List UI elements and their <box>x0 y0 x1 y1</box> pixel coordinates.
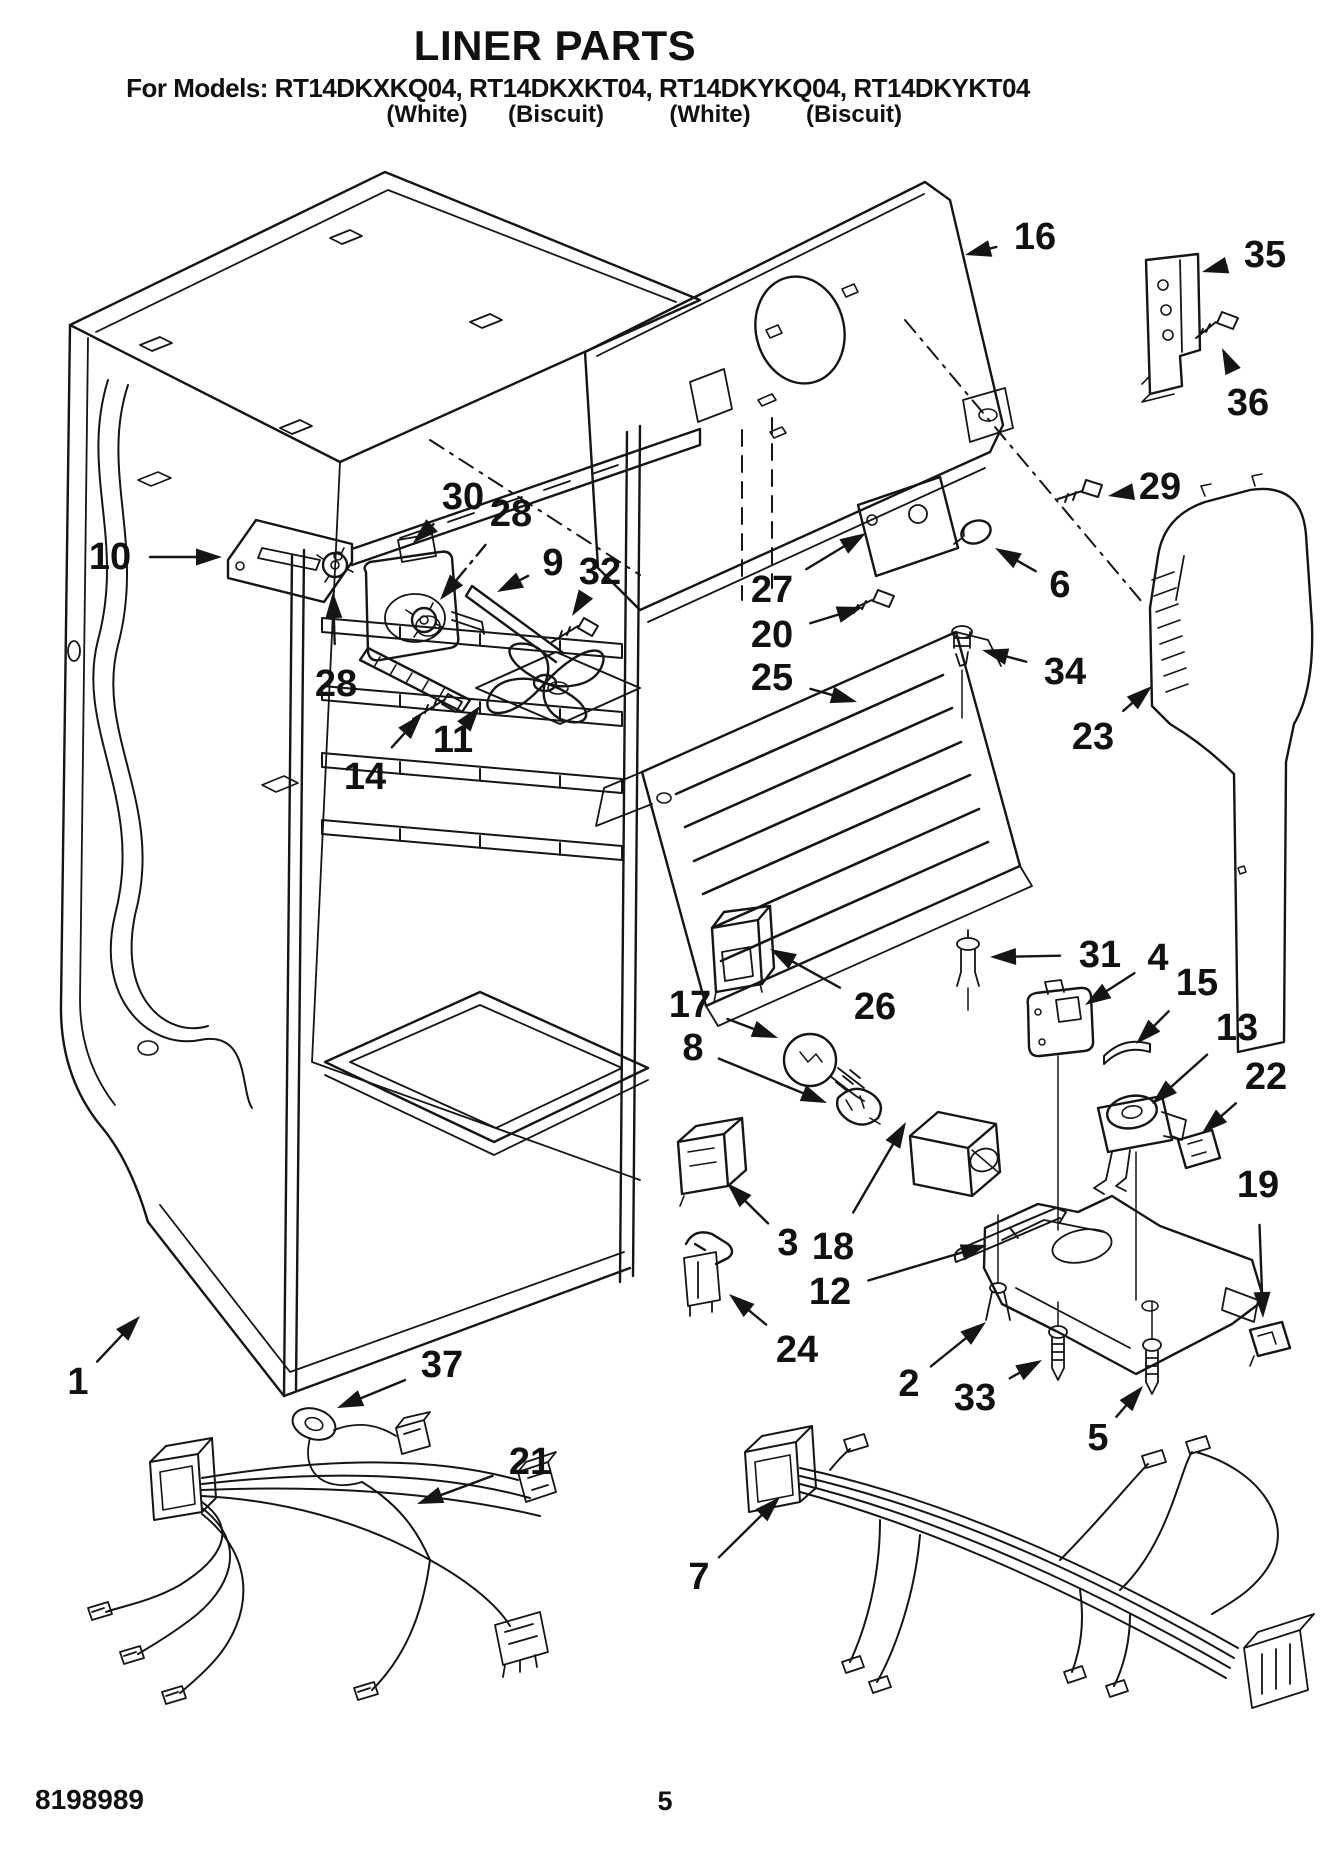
callout-27: 27 <box>751 533 866 611</box>
callout-1: 1 <box>67 1316 140 1403</box>
svg-text:16: 16 <box>1014 216 1056 258</box>
svg-text:12: 12 <box>809 1271 851 1313</box>
svg-text:24: 24 <box>776 1329 818 1371</box>
callout-15: 15 <box>1136 962 1218 1044</box>
page-title: LINER PARTS <box>413 22 697 69</box>
svg-text:34: 34 <box>1044 651 1086 693</box>
svg-text:19: 19 <box>1237 1164 1279 1206</box>
callout-19: 19 <box>1237 1164 1279 1318</box>
svg-text:18: 18 <box>812 1226 854 1268</box>
svg-text:6: 6 <box>1049 564 1070 606</box>
svg-text:1: 1 <box>67 1361 88 1403</box>
variant-label: (Biscuit) <box>806 101 902 128</box>
svg-text:8: 8 <box>682 1027 703 1069</box>
svg-text:15: 15 <box>1176 962 1218 1004</box>
svg-text:5: 5 <box>1087 1417 1108 1459</box>
callout-6: 6 <box>995 548 1071 606</box>
callout-14: 14 <box>344 714 422 798</box>
callout-37: 37 <box>337 1344 463 1408</box>
callout-34: 34 <box>982 648 1086 693</box>
callout-8: 8 <box>682 1027 827 1103</box>
svg-text:26: 26 <box>854 986 896 1028</box>
callout-17: 17 <box>669 984 778 1038</box>
svg-text:25: 25 <box>751 657 793 699</box>
svg-text:28: 28 <box>490 493 532 535</box>
callout-13: 13 <box>1152 1007 1258 1104</box>
svg-text:29: 29 <box>1139 466 1181 508</box>
models-line: For Models: RT14DKXKQ04, RT14DKXKT04, RT… <box>126 73 1030 103</box>
svg-text:36: 36 <box>1227 382 1269 424</box>
callout-18: 18 <box>812 1122 906 1268</box>
callout-12: 12 <box>809 1244 987 1313</box>
svg-text:4: 4 <box>1147 937 1168 979</box>
document-number: 8198989 <box>35 1784 145 1815</box>
back-panel-drawing <box>429 180 1143 623</box>
callout-33: 33 <box>954 1360 1042 1419</box>
callout-25: 25 <box>751 657 857 704</box>
variant-label: (White) <box>386 101 468 128</box>
callout-9: 9 <box>497 542 564 592</box>
callout-26: 26 <box>770 949 896 1028</box>
callout-35: 35 <box>1202 234 1286 276</box>
callout-3: 3 <box>727 1183 799 1264</box>
svg-text:30: 30 <box>442 476 484 518</box>
svg-text:11: 11 <box>433 719 473 761</box>
callout-24: 24 <box>729 1294 818 1371</box>
top-rail-bracket-drawing <box>226 427 702 604</box>
callout-31: 31 <box>990 934 1121 976</box>
variant-label: (White) <box>669 101 751 128</box>
right-parts-drawing <box>595 252 1314 1395</box>
callout-5: 5 <box>1087 1386 1143 1459</box>
callout-20: 20 <box>751 606 863 656</box>
callout-28: 28 <box>440 493 532 600</box>
variant-label: (Biscuit) <box>508 101 604 128</box>
svg-text:27: 27 <box>751 569 793 611</box>
model-color-variants: (White) (Biscuit) (White) (Biscuit) <box>0 101 1339 131</box>
svg-text:37: 37 <box>421 1344 463 1386</box>
wire-harness-right-drawing <box>744 1425 1315 1709</box>
callout-36: 36 <box>1222 348 1269 424</box>
svg-text:32: 32 <box>579 551 621 593</box>
svg-text:3: 3 <box>777 1222 798 1264</box>
svg-text:2: 2 <box>898 1363 919 1405</box>
svg-text:23: 23 <box>1072 716 1114 758</box>
callout-2: 2 <box>898 1322 986 1405</box>
callout-28: 28 <box>315 592 357 705</box>
svg-text:33: 33 <box>954 1377 996 1419</box>
svg-text:22: 22 <box>1245 1056 1287 1098</box>
fan-motor-group-drawing <box>316 533 641 725</box>
callout-16: 16 <box>965 216 1056 258</box>
svg-text:20: 20 <box>751 614 793 656</box>
page-number: 5 <box>657 1786 673 1816</box>
callout-22: 22 <box>1202 1056 1287 1133</box>
callout-32: 32 <box>572 551 621 616</box>
callout-7: 7 <box>688 1497 780 1598</box>
callout-21: 21 <box>417 1441 551 1504</box>
callout-4: 4 <box>1085 937 1169 1005</box>
svg-text:17: 17 <box>669 984 711 1026</box>
callout-30: 30 <box>413 476 484 543</box>
svg-text:35: 35 <box>1244 234 1286 276</box>
svg-text:13: 13 <box>1216 1007 1258 1049</box>
callout-23: 23 <box>1072 686 1152 758</box>
svg-text:10: 10 <box>89 536 131 578</box>
svg-text:7: 7 <box>688 1556 709 1598</box>
wire-harness-left-drawing <box>87 1407 557 1705</box>
cabinet-liner-drawing <box>59 170 702 1398</box>
svg-text:21: 21 <box>509 1441 551 1483</box>
svg-text:14: 14 <box>344 756 386 798</box>
callout-29: 29 <box>1108 466 1181 508</box>
svg-text:28: 28 <box>315 663 357 705</box>
svg-text:31: 31 <box>1079 934 1121 976</box>
callout-11: 11 <box>433 706 480 761</box>
callout-10: 10 <box>89 536 222 578</box>
svg-text:9: 9 <box>542 542 563 584</box>
